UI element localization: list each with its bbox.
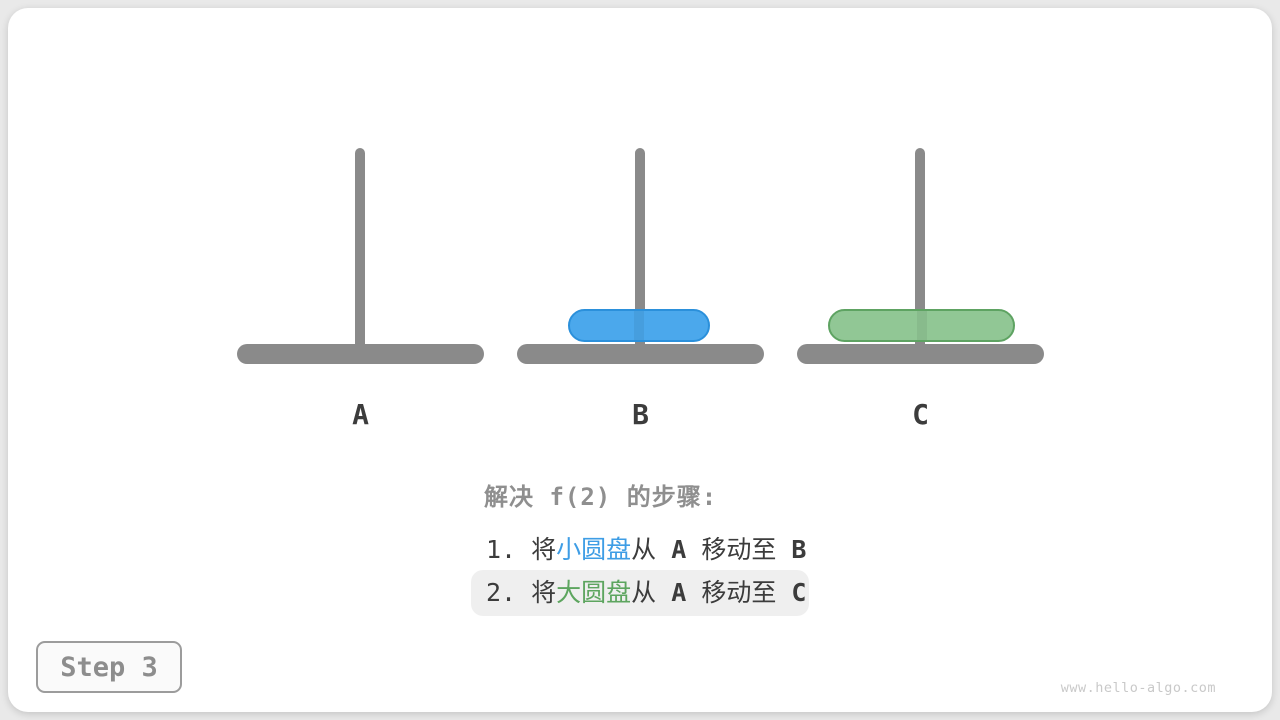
small-disk bbox=[568, 309, 710, 342]
peg-b-pole bbox=[635, 148, 645, 344]
caption-title: 解决 f(2) 的步骤: bbox=[484, 483, 718, 511]
large-disk bbox=[828, 309, 1015, 342]
step-1-lead: 1. 将 bbox=[486, 535, 557, 564]
step-1-move: 移动至 bbox=[686, 535, 792, 564]
step-2-to-peg: C bbox=[791, 578, 807, 607]
step-1-to-peg: B bbox=[791, 535, 807, 564]
peg-c-pole bbox=[915, 148, 925, 344]
step-badge: Step 3 bbox=[36, 641, 182, 693]
peg-a-label: A bbox=[352, 398, 369, 431]
step-1-from-peg: A bbox=[671, 535, 687, 564]
step-2-from-peg: A bbox=[671, 578, 687, 607]
step-line-2-highlighted: 2. 将大圆盘从 A 移动至 C bbox=[471, 570, 809, 616]
step-line-1: 1. 将小圆盘从 A 移动至 B bbox=[471, 530, 809, 570]
peg-b-label: B bbox=[632, 398, 649, 431]
peg-b-base bbox=[517, 344, 764, 364]
step-2-mid: 从 bbox=[631, 578, 672, 607]
step-1-disk-word: 小圆盘 bbox=[556, 535, 632, 564]
step-2-move: 移动至 bbox=[686, 578, 792, 607]
peg-a-base bbox=[237, 344, 484, 364]
peg-c-base bbox=[797, 344, 1044, 364]
step-1-mid: 从 bbox=[631, 535, 672, 564]
figure-card: A B C 解决 f(2) 的步骤: 1. 将小圆盘从 A 移动至 B 2. 将… bbox=[8, 8, 1272, 712]
peg-a-pole bbox=[355, 148, 365, 344]
step-2-lead: 2. 将 bbox=[486, 578, 557, 607]
watermark: www.hello-algo.com bbox=[1060, 680, 1216, 696]
peg-c-label: C bbox=[912, 398, 929, 431]
step-2-disk-word: 大圆盘 bbox=[556, 578, 632, 607]
